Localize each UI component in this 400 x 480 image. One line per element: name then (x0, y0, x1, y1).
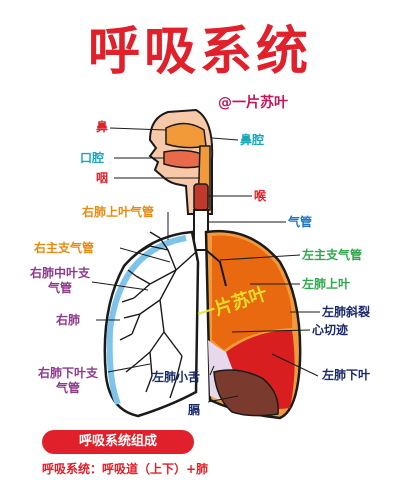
nasal-cavity-shape (165, 122, 207, 149)
leader-lines (91, 127, 320, 403)
label-left-oblique-fissure: 左肺斜裂 (322, 305, 371, 319)
left-main-bronchus-shape (205, 249, 227, 287)
label-right-middle-lobe-bronchus: 右肺中叶支气管 (29, 266, 90, 295)
label-oral-cavity: 口腔 (80, 151, 105, 165)
label-larynx: 喉 (254, 189, 267, 203)
author-credit: @一片苏叶 (218, 95, 288, 111)
label-right-lung: 右肺 (56, 313, 81, 327)
oral-cavity-shape (163, 149, 203, 169)
label-nose: 鼻 (96, 120, 109, 134)
label-left-lingula: 左肺小舌 (152, 370, 201, 384)
page-title: 呼吸系统 (87, 22, 312, 82)
label-left-upper-lobe: 左肺上叶 (302, 277, 351, 291)
label-diaphragm: 膈 (188, 403, 201, 417)
composition-summary: 呼吸系统：呼吸道（上下）+肺 (42, 462, 209, 476)
label-cardiac-notch: 心切迹 (312, 323, 349, 337)
label-trachea: 气管 (288, 215, 313, 229)
label-right-main-bronchus: 右主支气管 (34, 241, 95, 255)
label-right-upper-lobe-bronchus: 右肺上叶气管 (82, 205, 155, 219)
label-left-lower-lobe: 左肺下叶 (322, 368, 371, 382)
left-upper-lobe-shape (212, 235, 293, 350)
label-nasal-cavity: 鼻腔 (240, 133, 265, 147)
label-right-lower-lobe-bronchus: 右肺下叶支气管 (37, 366, 98, 395)
label-pharynx: 咽 (96, 171, 109, 185)
right-lung-shape (103, 230, 200, 418)
bronchial-tree (119, 231, 197, 399)
diaphragm-shape (213, 369, 279, 417)
label-left-main-bronchus: 左主支气管 (302, 248, 363, 262)
right-lung-pleura (106, 235, 187, 406)
larynx-shape (193, 183, 209, 211)
composition-banner: 呼吸系统组成 (42, 430, 194, 454)
trachea-shape (193, 209, 209, 251)
